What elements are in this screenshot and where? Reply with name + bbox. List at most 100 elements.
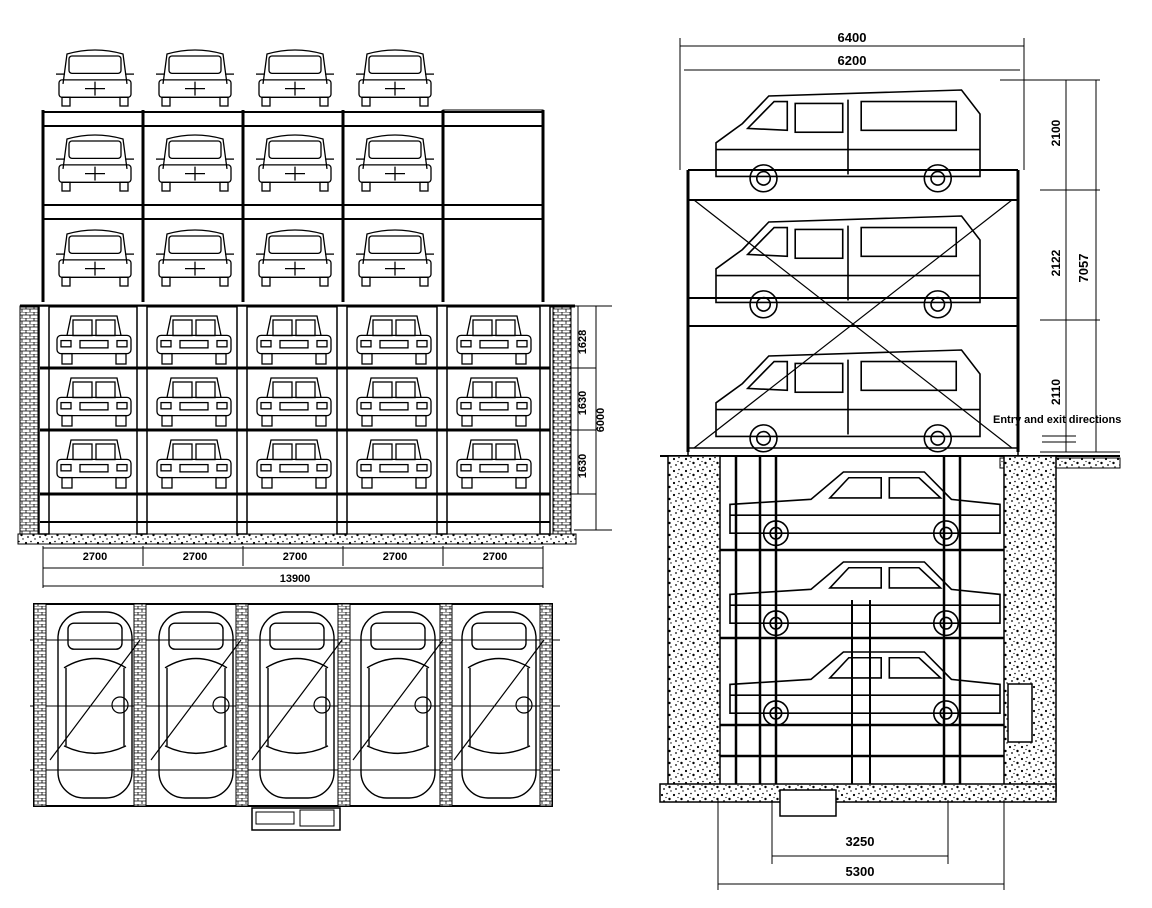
- sedan-front-icon: [356, 377, 432, 427]
- level-height-labels: 1628 1630 1630 6000: [577, 330, 607, 478]
- lower-column: [539, 305, 551, 535]
- lower-column: [38, 305, 50, 535]
- column-width-2: 2700: [183, 551, 207, 563]
- pit-floor: [659, 783, 1057, 803]
- control-panel-right: [299, 809, 335, 827]
- drive-wheel-icon: [111, 696, 129, 714]
- car-plan-icon: [57, 611, 133, 799]
- van-front-icon: [256, 229, 334, 287]
- left-brick-wall: [19, 305, 39, 535]
- pit-wall-left: [667, 455, 721, 797]
- van-front-icon: [356, 229, 434, 287]
- lower-column: [136, 305, 148, 535]
- pump-unit: [1007, 683, 1033, 743]
- pit-depth-label: 6000: [595, 408, 607, 432]
- total-width-label: 13900: [280, 573, 311, 585]
- van-side-icon: [715, 349, 981, 453]
- underground-frame: [17, 304, 577, 545]
- plan-rail-diagonal: [49, 639, 141, 761]
- drive-wheel-icon: [515, 696, 533, 714]
- ground-slab: [17, 533, 577, 545]
- van-front-icon: [356, 134, 434, 192]
- plan-rail-diagonal: [251, 639, 343, 761]
- front-dimensions: [42, 305, 612, 588]
- column-width-1: 2700: [83, 551, 107, 563]
- plan-post: [133, 603, 147, 807]
- sedan-front-icon: [156, 439, 232, 489]
- cross-brace: [693, 199, 1013, 449]
- van-front-icon: [56, 134, 134, 192]
- van-front-icon: [56, 49, 134, 107]
- approach-slab: [999, 457, 1121, 469]
- sedan-front-icon: [56, 439, 132, 489]
- van-side-icon: [715, 215, 981, 319]
- side-section-view: 6400 6200 2100 2122 2110 7057 Entry and …: [659, 30, 1121, 890]
- sedan-front-icon: [456, 377, 532, 427]
- sedan-front-icon: [256, 315, 332, 365]
- van-front-icon: [256, 49, 334, 107]
- plan-post: [337, 603, 351, 807]
- upper-level-height-3: 2110: [1049, 379, 1063, 405]
- drive-wheel-icon: [414, 696, 432, 714]
- sedan-front-icon: [156, 377, 232, 427]
- sedan-side-icon: [729, 561, 1001, 637]
- right-brick-wall: [552, 305, 572, 535]
- car-plan-icon: [259, 611, 335, 799]
- plan-post: [235, 603, 249, 807]
- drive-wheel-icon: [313, 696, 331, 714]
- front-elevation-view: 2700 2700 2700 2700 2700 13900 1628 1630…: [17, 49, 612, 588]
- sedan-side-icon: [729, 651, 1001, 727]
- column-width-3: 2700: [283, 551, 307, 563]
- platform-width-label: 6200: [838, 53, 867, 68]
- sump-pit: [779, 789, 837, 817]
- plan-view: [30, 603, 560, 831]
- upper-level-height-1: 2100: [1049, 119, 1063, 146]
- lower-column: [436, 305, 448, 535]
- plan-post: [439, 603, 453, 807]
- side-dimensions: [679, 38, 1120, 890]
- control-cabinet: [251, 807, 341, 831]
- lower-column: [336, 305, 348, 535]
- sedan-side-icon: [729, 471, 1001, 547]
- van-front-icon: [156, 49, 234, 107]
- plan-post: [539, 603, 553, 807]
- van-side-icon: [715, 89, 981, 193]
- control-panel-left: [255, 811, 295, 825]
- side-section-geometry: [659, 89, 1121, 817]
- sedan-front-icon: [56, 315, 132, 365]
- car-plan-icon: [360, 611, 436, 799]
- sedan-front-icon: [56, 377, 132, 427]
- car-plan-icon: [461, 611, 537, 799]
- pit-wall-right: [1003, 455, 1057, 797]
- van-front-icon: [256, 134, 334, 192]
- level-height-1: 1628: [577, 330, 589, 354]
- upper-total-height-label: 7057: [1076, 254, 1091, 283]
- sedan-front-icon: [356, 315, 432, 365]
- car-plan-icon: [158, 611, 234, 799]
- column-width-labels: 2700 2700 2700 2700 2700 13900: [83, 551, 507, 585]
- column-width-4: 2700: [383, 551, 407, 563]
- pit-inner-width-label: 3250: [846, 834, 875, 849]
- level-height-2: 1630: [577, 391, 589, 415]
- entry-exit-note: Entry and exit directions: [993, 414, 1121, 426]
- plan-post: [33, 603, 47, 807]
- van-front-icon: [156, 134, 234, 192]
- column-width-5: 2700: [483, 551, 507, 563]
- lower-column: [236, 305, 248, 535]
- van-front-icon: [356, 49, 434, 107]
- empty-slot-beam: [442, 109, 544, 127]
- sedan-front-icon: [356, 439, 432, 489]
- drive-wheel-icon: [212, 696, 230, 714]
- upper-level-height-2: 2122: [1049, 249, 1063, 276]
- level-height-3: 1630: [577, 454, 589, 478]
- sedan-front-icon: [256, 439, 332, 489]
- above-ground-frame: [41, 109, 545, 302]
- plan-rail-diagonal: [150, 639, 242, 761]
- overall-width-label: 6400: [838, 30, 867, 45]
- sedan-front-icon: [256, 377, 332, 427]
- sedan-front-icon: [156, 315, 232, 365]
- plan-rail-diagonal: [352, 639, 444, 761]
- plan-rail-diagonal: [453, 639, 545, 761]
- van-front-icon: [56, 229, 134, 287]
